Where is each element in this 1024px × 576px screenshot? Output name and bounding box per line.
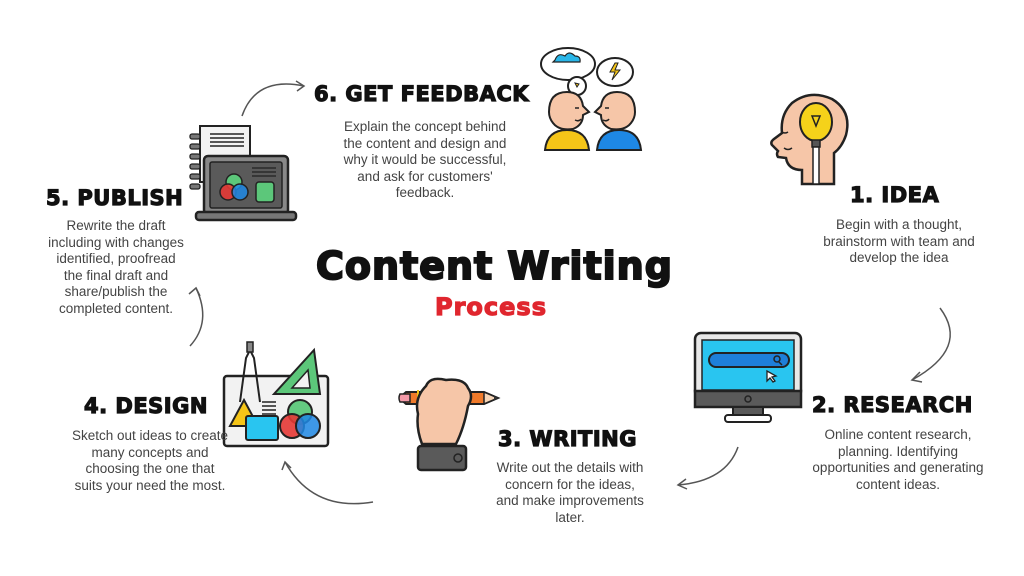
- step-1-title: 1. IDEA: [849, 182, 940, 207]
- arrow-idea-to-research: [910, 307, 951, 383]
- arrow-publish-to-feedback: [241, 80, 306, 117]
- step-2-title: 2. RESEARCH: [811, 392, 973, 417]
- step-6-description: Explain the concept behind the content a…: [343, 119, 507, 200]
- design-board-icon: [222, 341, 330, 448]
- diagram-title: Content Writing: [315, 243, 673, 289]
- step-6-title: 6. GET FEEDBACK: [313, 81, 530, 106]
- laptop-notebook-icon: [189, 125, 298, 222]
- step-3-title: 3. WRITING: [497, 426, 637, 451]
- step-1-description: Begin with a thought, brainstorm with te…: [823, 217, 975, 265]
- arrow-design-to-publish: [188, 286, 204, 347]
- monitor-search-icon: [693, 331, 803, 423]
- diagram-subtitle: Process: [434, 292, 547, 321]
- step-5-title: 5. PUBLISH: [45, 185, 184, 210]
- conversation-icon: [540, 47, 643, 151]
- head-lightbulb-icon: [770, 93, 849, 186]
- step-4-description: Sketch out ideas to create many concepts…: [71, 428, 229, 493]
- arrow-research-to-writing: [676, 446, 739, 490]
- step-4-title: 4. DESIGN: [83, 393, 208, 418]
- step-5-description: Rewrite the draft including with changes…: [48, 218, 184, 316]
- arrow-writing-to-design: [281, 460, 374, 505]
- hand-pencil-icon: [398, 377, 501, 472]
- step-3-description: Write out the details with concern for t…: [496, 460, 644, 525]
- step-2-description: Online content research, planning. Ident…: [812, 427, 984, 492]
